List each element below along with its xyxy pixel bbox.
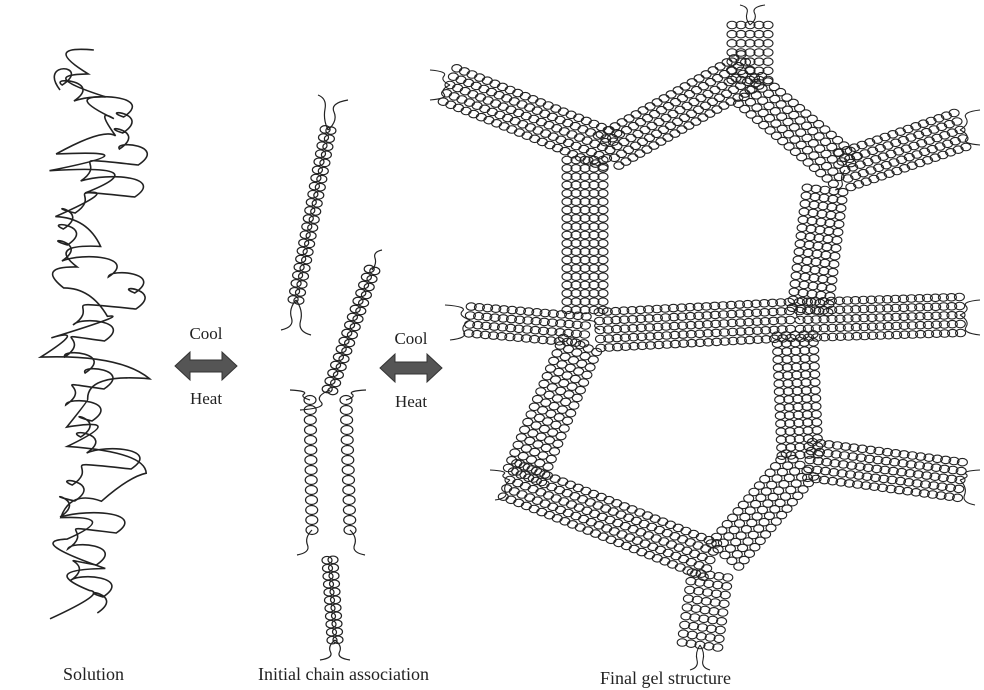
helix-strand xyxy=(294,127,336,305)
final-gel-network xyxy=(430,5,980,670)
helix-strand xyxy=(340,396,356,535)
gel-junction-bundle xyxy=(772,331,823,460)
helix-strand xyxy=(605,66,755,154)
gel-junction-bundle xyxy=(787,184,848,316)
chain-tail xyxy=(290,390,310,400)
arrow-1-cool-label: Cool xyxy=(166,324,246,344)
helix-strand xyxy=(790,331,805,459)
gel-junction-bundle xyxy=(503,334,601,486)
arrow-1-heat-label: Heat xyxy=(166,389,246,409)
gel-junction-bundle xyxy=(794,293,965,342)
cool-heat-arrow-1 xyxy=(175,352,237,380)
chain-tail xyxy=(296,300,311,335)
gel-junction-bundle xyxy=(562,156,608,314)
helix-strand xyxy=(781,332,796,460)
helix-single xyxy=(304,396,318,535)
random-coil-solution xyxy=(41,49,150,618)
arrow-2-heat-label: Heat xyxy=(371,392,451,412)
chain-tail xyxy=(690,645,700,670)
helix-strand xyxy=(465,321,590,339)
helix-strand xyxy=(596,51,746,138)
helix-strand xyxy=(610,74,760,162)
helix-strand xyxy=(528,345,593,483)
helix-pair xyxy=(322,556,343,644)
chain-tail xyxy=(346,390,366,400)
chain-tail xyxy=(320,640,335,660)
gel-junction-bundle xyxy=(706,450,819,571)
solution-label: Solution xyxy=(63,664,124,685)
chain-tail xyxy=(430,85,450,100)
helix-strand xyxy=(466,303,591,321)
chain-tail xyxy=(328,100,348,130)
chain-tail xyxy=(281,300,296,330)
random-coil-strand xyxy=(41,49,150,618)
gel-junction-bundle xyxy=(596,51,764,170)
gel-junction-bundle xyxy=(594,298,796,352)
initial-chain-association-helices xyxy=(281,95,382,660)
helix-pair xyxy=(288,126,336,305)
chain-tail xyxy=(430,70,450,85)
helix-strand xyxy=(772,332,787,460)
helix-strand xyxy=(799,331,814,459)
initial-association-label: Initial chain association xyxy=(258,664,429,685)
chain-tail xyxy=(960,300,980,315)
helix-strand xyxy=(503,334,568,472)
final-gel-label: Final gel structure xyxy=(600,668,731,689)
helix-strand xyxy=(601,58,751,146)
helix-strand xyxy=(465,312,590,330)
helix-single xyxy=(340,396,356,535)
helix-strand xyxy=(512,338,577,476)
gel-junction-bundle xyxy=(834,109,971,191)
helix-strand xyxy=(304,396,318,535)
helix-strand xyxy=(322,265,374,393)
helix-strand xyxy=(614,82,764,170)
random-coil-strand xyxy=(54,69,147,613)
gel-junction-bundle xyxy=(438,65,622,171)
chain-tail xyxy=(318,95,328,130)
helix-strand xyxy=(505,476,715,564)
gel-junction-bundle xyxy=(677,569,733,652)
helix-strand xyxy=(288,126,330,304)
helix-strand xyxy=(537,348,602,486)
gel-junction-bundle xyxy=(733,72,861,187)
helix-strand xyxy=(745,86,850,174)
arrow-2-cool-label: Cool xyxy=(371,329,451,349)
chain-tail xyxy=(740,5,750,25)
helix-strand xyxy=(520,341,585,479)
gel-junction-bundle xyxy=(803,438,968,501)
gel-junction-bundle xyxy=(498,460,721,581)
cool-heat-arrow-2 xyxy=(380,354,442,382)
